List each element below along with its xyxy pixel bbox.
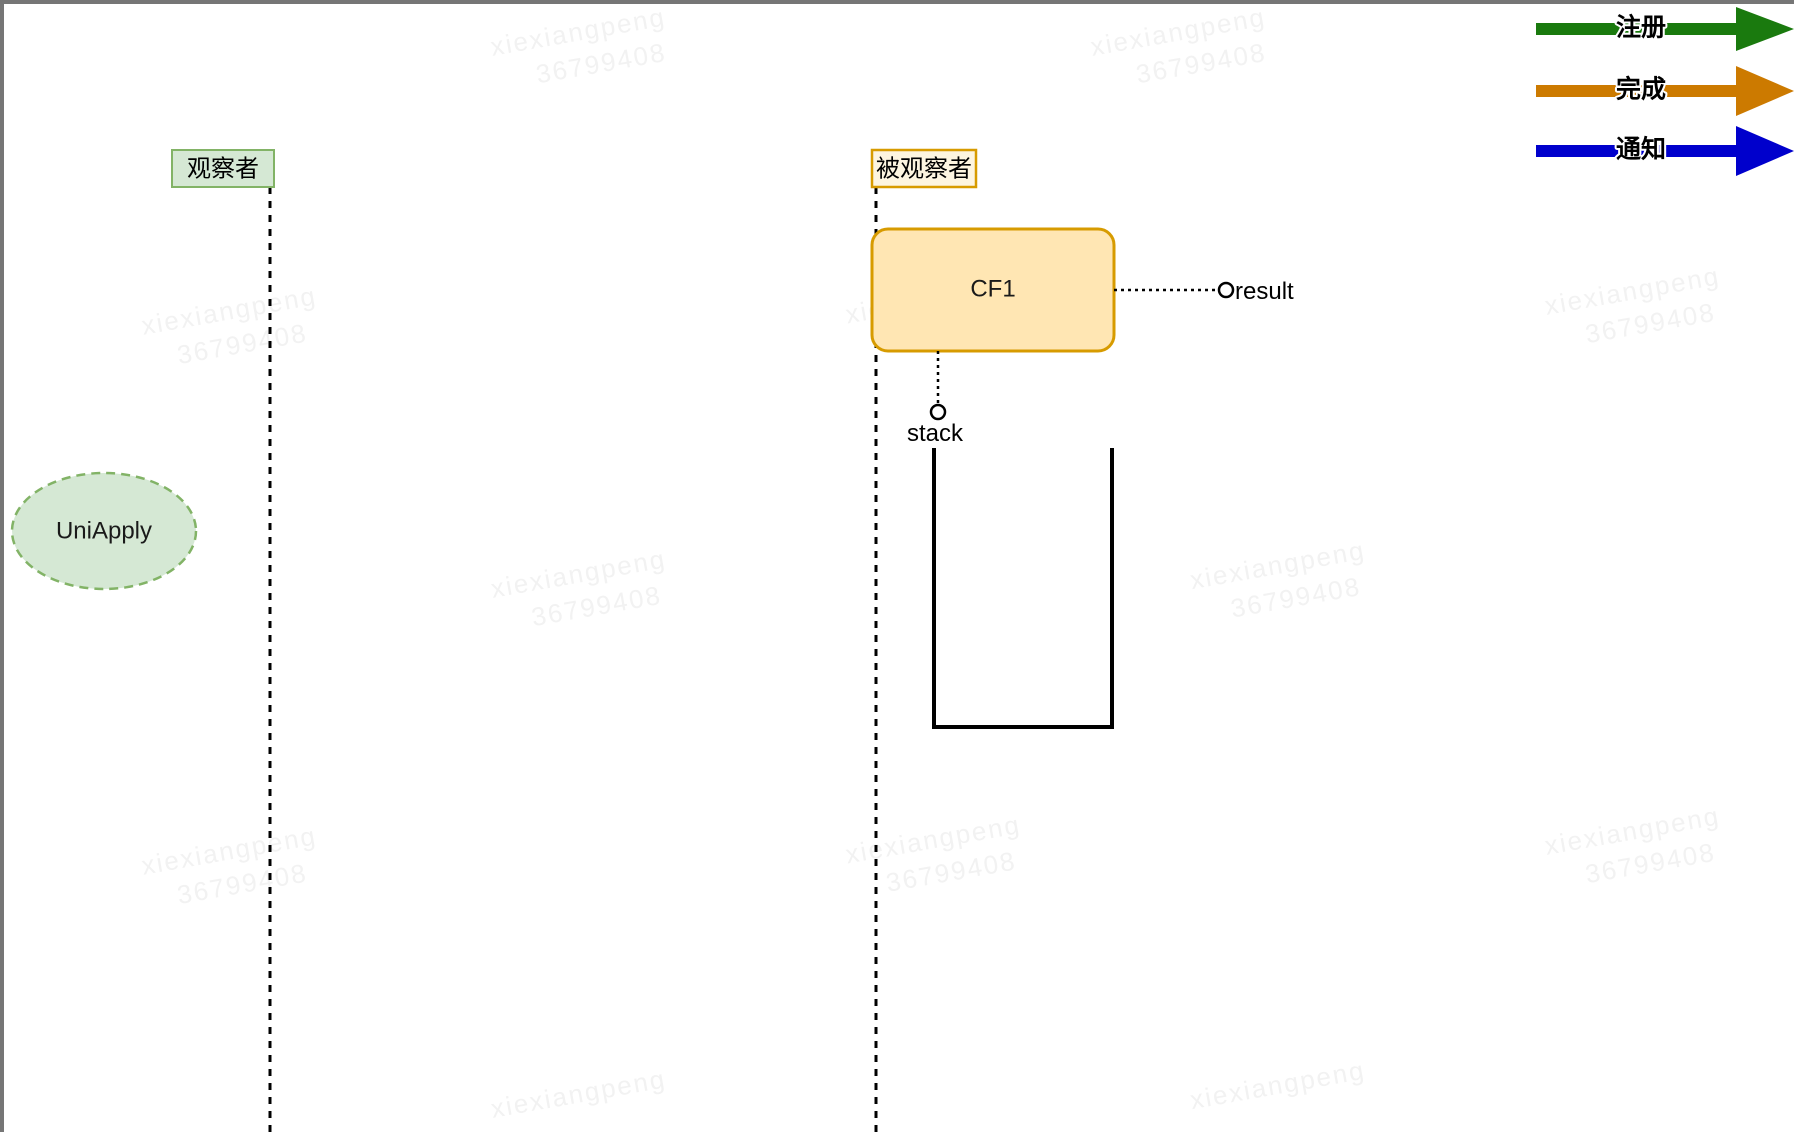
stack-container-bracket[interactable] — [932, 448, 1114, 729]
legend-complete-label: 完成 — [1616, 75, 1666, 104]
participant-observer[interactable]: 观察者 — [171, 149, 275, 188]
participant-observer-box[interactable] — [171, 149, 275, 188]
node-uniapply[interactable]: UniApply — [10, 471, 198, 591]
watermark-text: xiexiangpeng — [1188, 1055, 1368, 1115]
legend-item-register[interactable]: 注册 — [1536, 7, 1794, 51]
participant-observed-label: 被观察者 — [876, 155, 972, 182]
watermark-text: xiexiangpeng — [489, 1063, 669, 1123]
pin-result-circle[interactable] — [1217, 281, 1235, 299]
node-uniapply-label: UniApply — [56, 517, 152, 544]
pin-result[interactable]: result — [1114, 278, 1294, 305]
pin-stack-circle[interactable] — [929, 403, 947, 421]
sequence-diagram: xiexiangpeng 36799408 xiexiangpeng 36799… — [10, 4, 1794, 1132]
legend-register-label: 注册 — [1616, 13, 1666, 42]
node-cf1-label: CF1 — [970, 275, 1015, 302]
participant-observed-box[interactable] — [870, 148, 978, 189]
legend-notify-label: 通知 — [1616, 136, 1666, 164]
legend-complete-arrow — [1536, 66, 1794, 116]
legend-register-arrow — [1536, 7, 1794, 51]
pin-stack-label: stack — [907, 420, 964, 447]
legend-notify-arrow — [1536, 126, 1794, 176]
legend-item-complete[interactable]: 完成 — [1536, 66, 1794, 116]
participant-observed[interactable]: 被观察者 — [870, 148, 978, 189]
legend: 注册 完成 通知 — [1536, 7, 1794, 176]
pin-result-label: result — [1235, 278, 1294, 305]
node-uniapply-shape[interactable] — [10, 471, 198, 591]
pin-stack[interactable]: stack — [907, 351, 964, 447]
participant-observer-label: 观察者 — [187, 155, 259, 182]
legend-item-notify[interactable]: 通知 — [1536, 126, 1794, 176]
node-cf1[interactable]: CF1 — [870, 227, 1116, 353]
